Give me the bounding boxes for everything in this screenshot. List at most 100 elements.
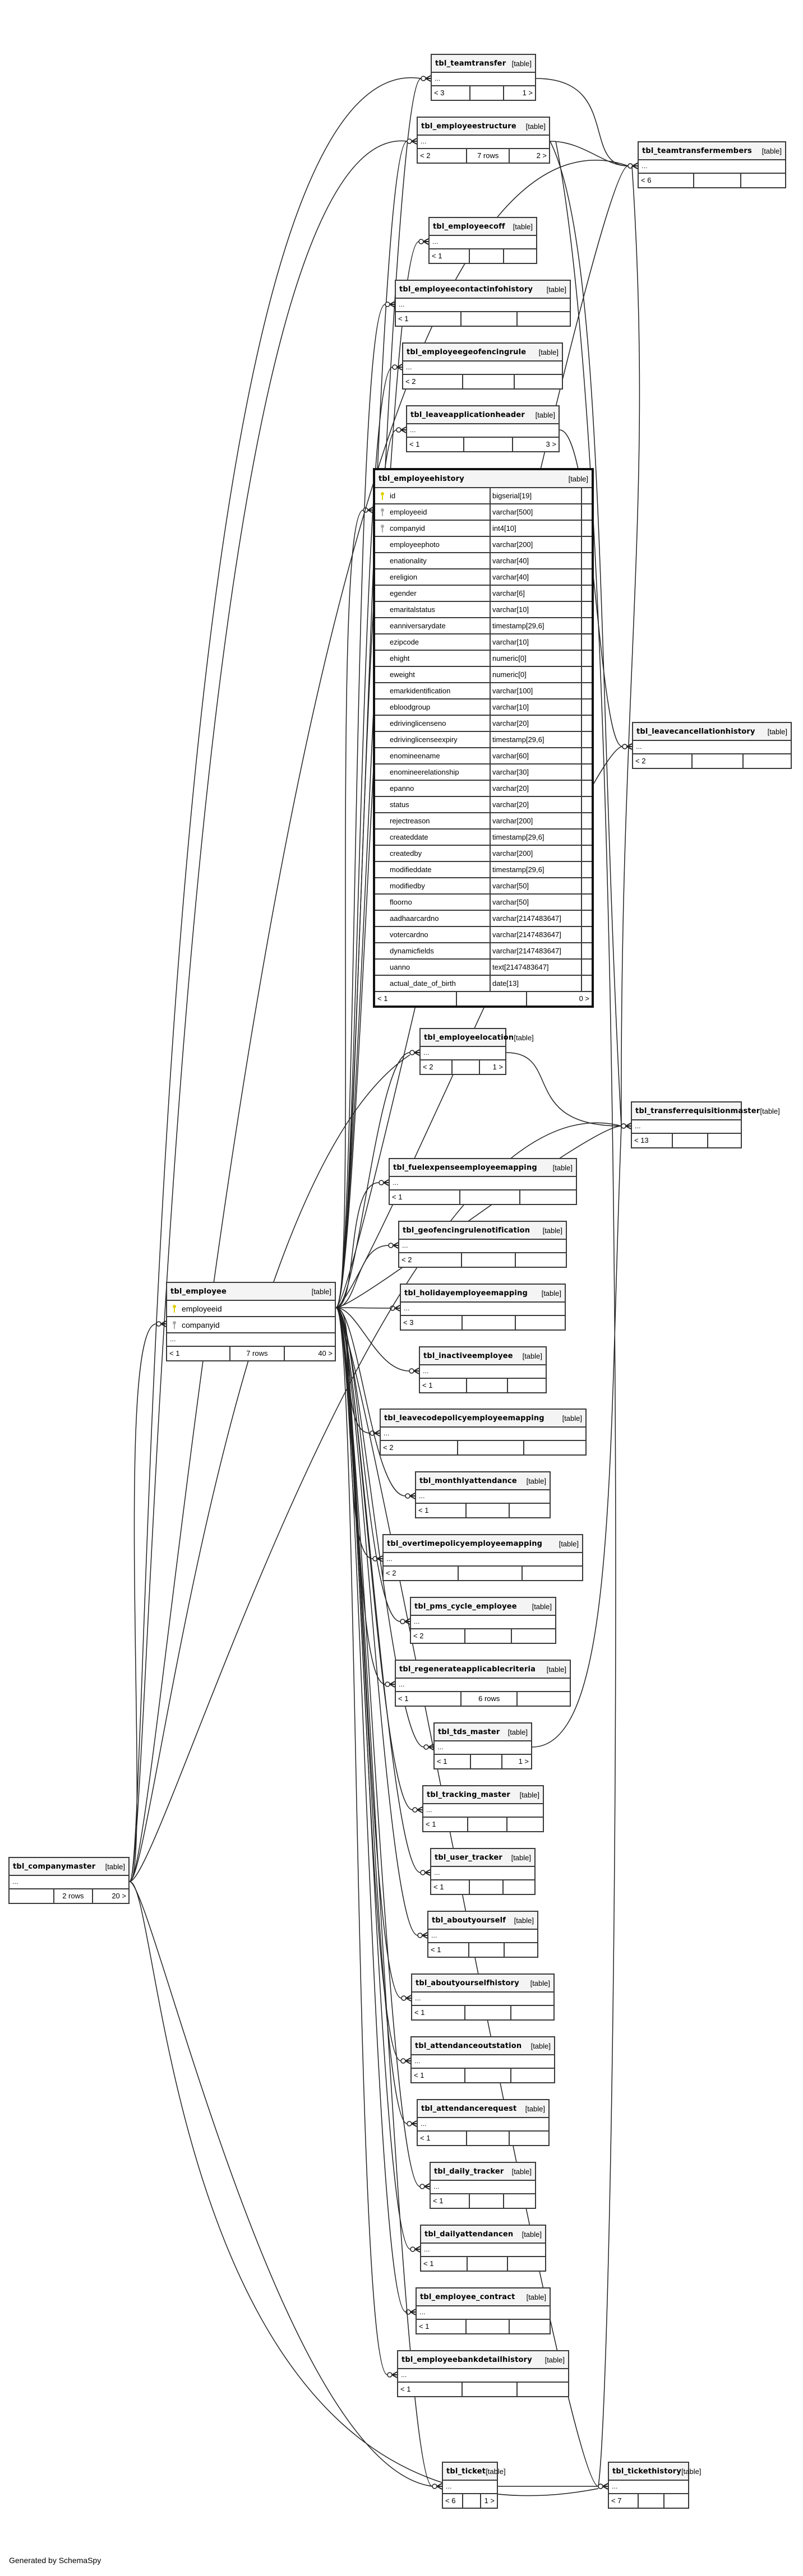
children-link[interactable]: [504, 1880, 534, 1894]
children-link[interactable]: [507, 1818, 543, 1831]
table-name[interactable]: tbl_attendanceoutstation: [415, 2041, 522, 2050]
parents-link[interactable]: < 1: [412, 2069, 465, 2082]
table-name[interactable]: tbl_employee: [170, 1287, 227, 1296]
children-link[interactable]: [511, 2069, 554, 2082]
table-name[interactable]: tbl_attendancerequest: [421, 2104, 517, 2113]
children-link[interactable]: 3 >: [546, 440, 556, 448]
children-link[interactable]: [518, 312, 570, 326]
children-link[interactable]: [524, 1441, 585, 1454]
children-link[interactable]: [508, 1379, 546, 1392]
table-name[interactable]: tbl_transferrequisitionmaster: [635, 1106, 760, 1115]
table-employeebankdetailhistory[interactable]: tbl_employeebankdetailhistory[table]...<…: [397, 2350, 569, 2397]
parents-link[interactable]: < 13: [632, 1134, 673, 1147]
table-name[interactable]: tbl_regenerateapplicablecriteria: [399, 1665, 536, 1674]
parents-link[interactable]: < 3: [432, 86, 471, 100]
table-name[interactable]: tbl_employeecoff: [433, 222, 505, 231]
parents-link[interactable]: < 1: [428, 1943, 470, 1957]
children-link[interactable]: 1 >: [484, 2496, 495, 2505]
parents-link[interactable]: < 1: [421, 2257, 468, 2271]
table-name[interactable]: tbl_aboutyourself: [432, 1916, 506, 1925]
column-row[interactable]: employeeid: [167, 1301, 335, 1317]
parents-link[interactable]: < 1: [431, 1880, 470, 1894]
children-link[interactable]: [516, 1316, 565, 1329]
table-name[interactable]: tbl_teamtransfermembers: [642, 146, 752, 155]
parents-link[interactable]: < 2: [381, 1441, 459, 1454]
parents-link[interactable]: < 1: [416, 1504, 467, 1517]
children-link[interactable]: [708, 1134, 741, 1147]
table-name[interactable]: tbl_aboutyourselfhistory: [416, 1979, 519, 1987]
parents-link[interactable]: < 2: [411, 1629, 466, 1643]
table-name[interactable]: tbl_leaveapplicationheader: [410, 410, 525, 419]
table-aboutyourself[interactable]: tbl_aboutyourself[table]...< 1: [427, 1911, 538, 1958]
table-leavecodepolicyemployeemapping[interactable]: tbl_leavecodepolicyemployeemapping[table…: [380, 1409, 587, 1456]
table-name[interactable]: tbl_teamtransfer: [435, 59, 506, 68]
column-row[interactable]: companyid: [167, 1317, 335, 1333]
table-tracking-master[interactable]: tbl_tracking_master[table]...< 1: [422, 1785, 544, 1832]
table-name[interactable]: tbl_overtimepolicyemployeemapping: [387, 1539, 543, 1548]
table-attendancerequest[interactable]: tbl_attendancerequest[table]...< 1: [417, 2099, 550, 2146]
parents-link[interactable]: < 1: [396, 1692, 462, 1706]
table-name[interactable]: tbl_user_tracker: [435, 1853, 503, 1862]
table-leavecancellationhistory[interactable]: tbl_leavecancellationhistory[table]...< …: [632, 722, 792, 769]
children-link[interactable]: [523, 1567, 582, 1580]
parents-link[interactable]: < 1: [375, 992, 458, 1006]
parents-link[interactable]: < 1: [418, 2132, 467, 2145]
children-link[interactable]: 2 >: [536, 151, 547, 160]
children-link[interactable]: [512, 1629, 555, 1643]
table-name[interactable]: tbl_employeebankdetailhistory: [402, 2355, 532, 2364]
parents-link[interactable]: < 2: [421, 1060, 453, 1074]
table-name[interactable]: tbl_daily_tracker: [434, 2167, 504, 2176]
table-name[interactable]: tbl_monthlyattendance: [419, 1476, 517, 1485]
table-name[interactable]: tbl_ticket: [446, 2467, 486, 2476]
children-link[interactable]: [516, 1253, 566, 1267]
parents-link[interactable]: < 2: [384, 1567, 459, 1580]
table-name[interactable]: tbl_leavecancellationhistory: [636, 727, 755, 736]
children-link[interactable]: 1 >: [492, 1063, 503, 1071]
parents-link[interactable]: < 7: [609, 2494, 639, 2508]
table-overtimepolicyemployeemapping[interactable]: tbl_overtimepolicyemployeemapping[table]…: [382, 1534, 583, 1581]
children-link[interactable]: [510, 1504, 550, 1517]
table-aboutyourselfhistory[interactable]: tbl_aboutyourselfhistory[table]...< 1: [411, 1973, 555, 2021]
table-daily-tracker[interactable]: tbl_daily_tracker[table]...< 1: [430, 2162, 536, 2209]
children-link[interactable]: [518, 2383, 569, 2396]
table-name[interactable]: tbl_dailyattendancen: [424, 2230, 514, 2239]
table-name[interactable]: tbl_leavecodepolicyemployeemapping: [384, 1414, 544, 1423]
parents-link[interactable]: < 1: [420, 1379, 468, 1392]
parents-link[interactable]: < 1: [396, 312, 462, 326]
table-monthlyattendance[interactable]: tbl_monthlyattendance[table]...< 1: [415, 1471, 551, 1518]
children-link[interactable]: [510, 2320, 550, 2333]
children-link[interactable]: [504, 2194, 535, 2208]
table-name[interactable]: tbl_employeecontactinfohistory: [399, 285, 533, 294]
table-name[interactable]: tbl_geofencingrulenotification: [403, 1226, 530, 1235]
parents-link[interactable]: < 1: [398, 2383, 463, 2396]
children-link[interactable]: [510, 2132, 549, 2145]
children-link[interactable]: [744, 754, 791, 768]
parents-link[interactable]: [10, 1889, 54, 1903]
table-name[interactable]: tbl_employeestructure: [421, 122, 516, 131]
table-name[interactable]: tbl_tickethistory: [612, 2467, 682, 2476]
table-name[interactable]: tbl_companymaster: [13, 1862, 96, 1871]
table-fuelexpenseemployeemapping[interactable]: tbl_fuelexpenseemployeemapping[table]...…: [389, 1158, 577, 1205]
